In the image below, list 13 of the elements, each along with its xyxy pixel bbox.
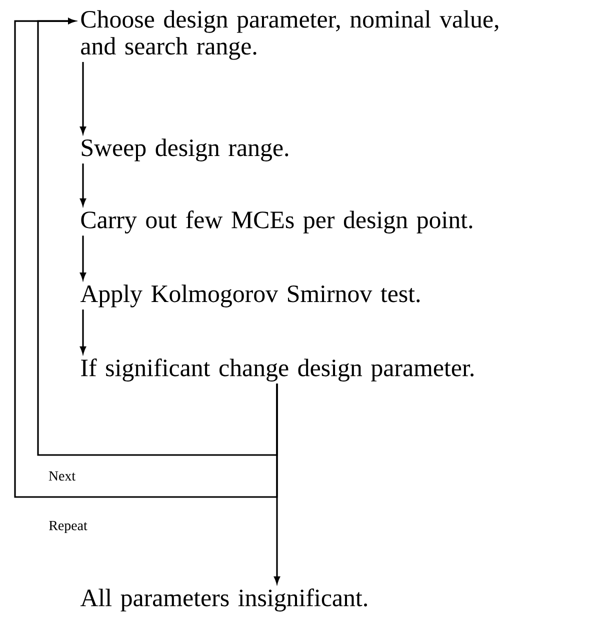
arrow: [14, 18, 278, 498]
step-text: Apply Kolmogorov Smirnov test.: [80, 284, 420, 308]
step-text: Choose design parameter, nominal value, and search range.: [81, 10, 498, 60]
arrow: [80, 236, 86, 280]
arrow: [80, 62, 86, 134]
edge-label: Next: [47, 470, 77, 482]
step-text: All parameters insignificant.: [80, 588, 367, 612]
step-text: Carry out few MCEs per design point.: [81, 210, 472, 234]
arrow: [80, 310, 86, 354]
step-text: If significant change design parameter.: [81, 358, 474, 382]
step-text: Sweep design range.: [82, 138, 288, 162]
arrow: [80, 164, 86, 206]
edge-label: Repeat: [48, 520, 88, 534]
